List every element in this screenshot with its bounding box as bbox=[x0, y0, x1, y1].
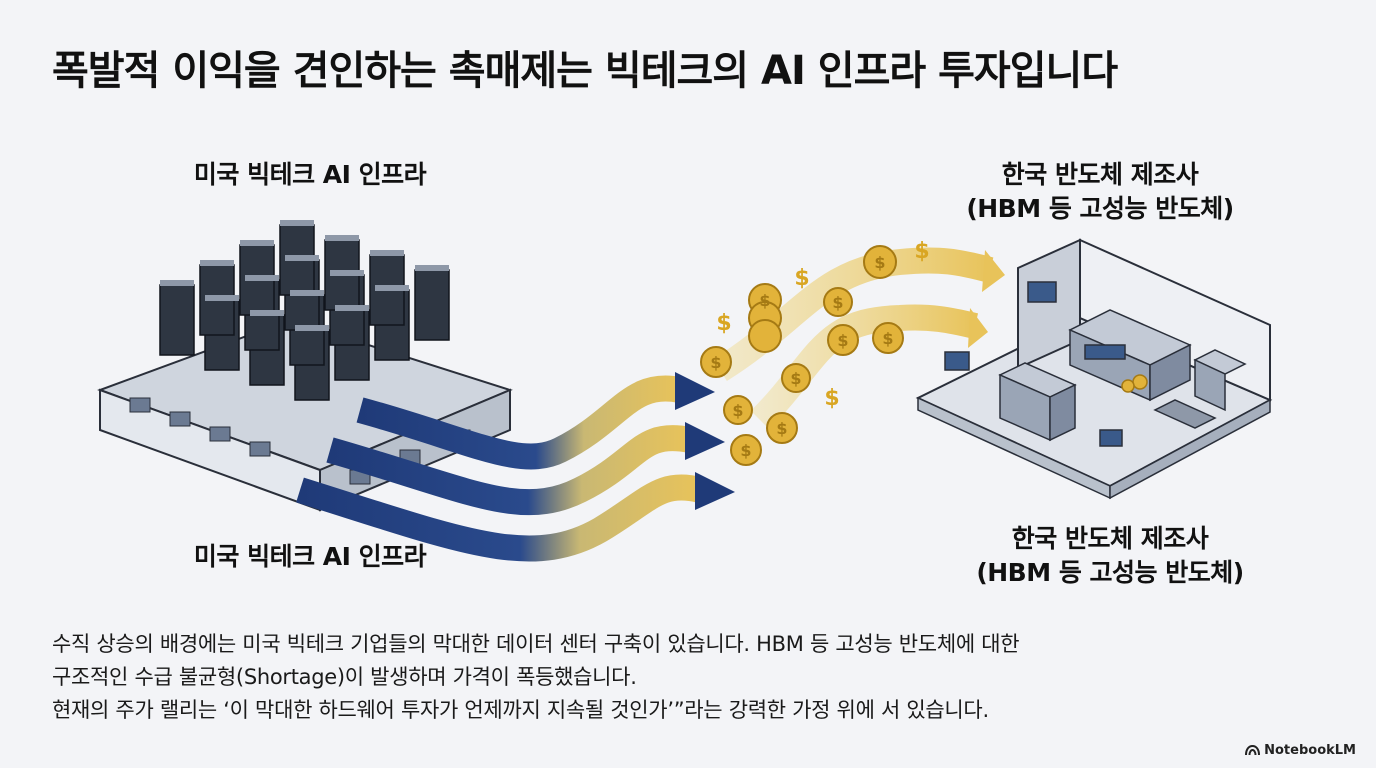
datacenter-building-illustration bbox=[97, 220, 513, 512]
dest-label-bottom-line1: 한국 반도체 제조사 bbox=[1011, 524, 1209, 553]
dest-label-bottom-line2: (HBM 등 고성능 반도체) bbox=[976, 557, 1244, 587]
flow-arrow-middle bbox=[326, 425, 693, 516]
svg-text:$: $ bbox=[710, 353, 721, 372]
brand-name: NotebookLM bbox=[1264, 743, 1356, 758]
body-line-3: 현재의 주가 랠리는 ‘이 막대한 하드웨어 투자가 언제까지 지속될 것인가’… bbox=[52, 698, 989, 722]
svg-text:$: $ bbox=[832, 293, 843, 312]
source-label-top-text: 미국 빅테크 AI 인프라 bbox=[193, 160, 427, 189]
gold-arrowhead-bottom bbox=[968, 308, 988, 348]
svg-text:$: $ bbox=[824, 386, 839, 411]
svg-text:$: $ bbox=[790, 369, 801, 388]
notebooklm-logo-icon bbox=[1245, 745, 1261, 756]
svg-text:$: $ bbox=[914, 239, 929, 264]
dest-label-top-line1: 한국 반도체 제조사 bbox=[1001, 160, 1199, 189]
dest-label-top-line2: (HBM 등 고성능 반도체) bbox=[966, 193, 1234, 223]
dest-label-bottom: 한국 반도체 제조사 (HBM 등 고성능 반도체) bbox=[940, 522, 1280, 590]
brand-watermark: NotebookLM bbox=[1245, 743, 1356, 758]
arrowhead-top bbox=[675, 372, 715, 410]
body-line-2: 구조적인 수급 불균형(Shortage)이 발생하며 가격이 폭등했습니다. bbox=[52, 665, 637, 689]
body-text: 수직 상승의 배경에는 미국 빅테크 기업들의 막대한 데이터 센터 구축이 있… bbox=[52, 628, 1322, 727]
svg-text:$: $ bbox=[776, 419, 787, 438]
source-label-bottom: 미국 빅테크 AI 인프라 bbox=[160, 540, 460, 574]
svg-text:$: $ bbox=[716, 311, 731, 336]
dollar-coin-icon: $ $ $ $ $ $ $ $ $ $ $ $ $ $ bbox=[700, 239, 930, 466]
svg-text:$: $ bbox=[732, 401, 743, 420]
flow-diagram: $ $ $ $ $ $ $ $ $ $ $ $ $ $ bbox=[97, 220, 1273, 562]
svg-text:$: $ bbox=[874, 253, 885, 272]
svg-text:$: $ bbox=[794, 266, 809, 291]
svg-text:$: $ bbox=[882, 329, 893, 348]
flow-arrow-bottom bbox=[296, 474, 704, 562]
gold-arrowhead-top bbox=[982, 250, 1005, 292]
flow-arrow-top bbox=[356, 375, 683, 470]
svg-text:$: $ bbox=[837, 331, 848, 350]
svg-text:$: $ bbox=[759, 291, 770, 310]
arrowhead-bottom bbox=[695, 472, 735, 510]
semiconductor-fab-illustration bbox=[915, 238, 1273, 500]
dest-label-top: 한국 반도체 제조사 (HBM 등 고성능 반도체) bbox=[930, 158, 1270, 226]
body-line-1: 수직 상승의 배경에는 미국 빅테크 기업들의 막대한 데이터 센터 구축이 있… bbox=[52, 632, 1020, 656]
page-title: 폭발적 이익을 견인하는 촉매제는 빅테크의 AI 인프라 투자입니다 bbox=[52, 48, 1118, 94]
source-label-top: 미국 빅테크 AI 인프라 bbox=[160, 158, 460, 192]
svg-text:$: $ bbox=[740, 441, 751, 460]
source-label-bottom-text: 미국 빅테크 AI 인프라 bbox=[193, 542, 427, 571]
arrowhead-middle bbox=[685, 422, 725, 460]
